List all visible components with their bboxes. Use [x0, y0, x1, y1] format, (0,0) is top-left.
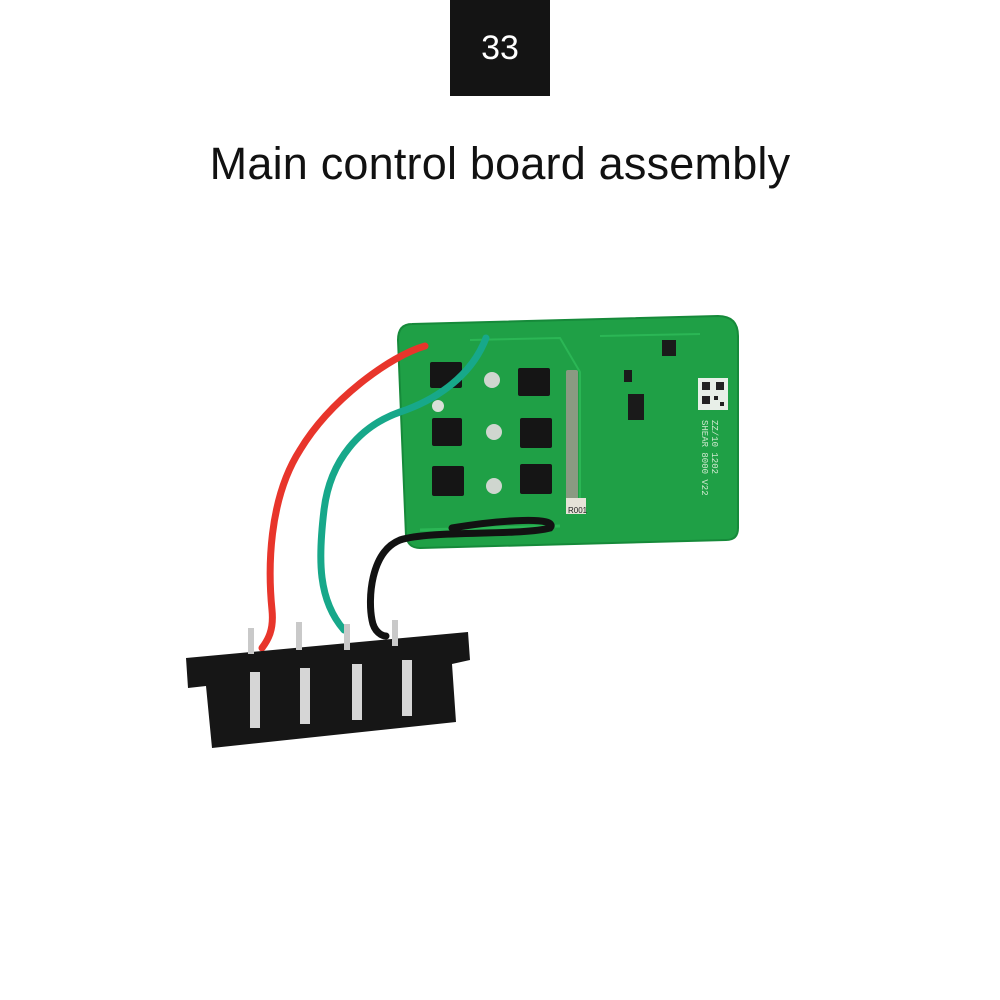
page-title: Main control board assembly	[209, 138, 791, 189]
board-marking-line1: ZZ/10 1202	[709, 420, 719, 474]
terminal-connector	[186, 620, 470, 748]
wires	[258, 334, 555, 652]
board-marking-line2: SHEAR 8000 V22	[699, 420, 709, 496]
item-number-badge: 33	[450, 0, 550, 96]
item-number: 33	[481, 28, 519, 67]
resistor-marking: R001	[568, 506, 588, 515]
pcb-board: R001 ZZ/10 1202 SHEAR 8000 V22	[396, 314, 739, 550]
